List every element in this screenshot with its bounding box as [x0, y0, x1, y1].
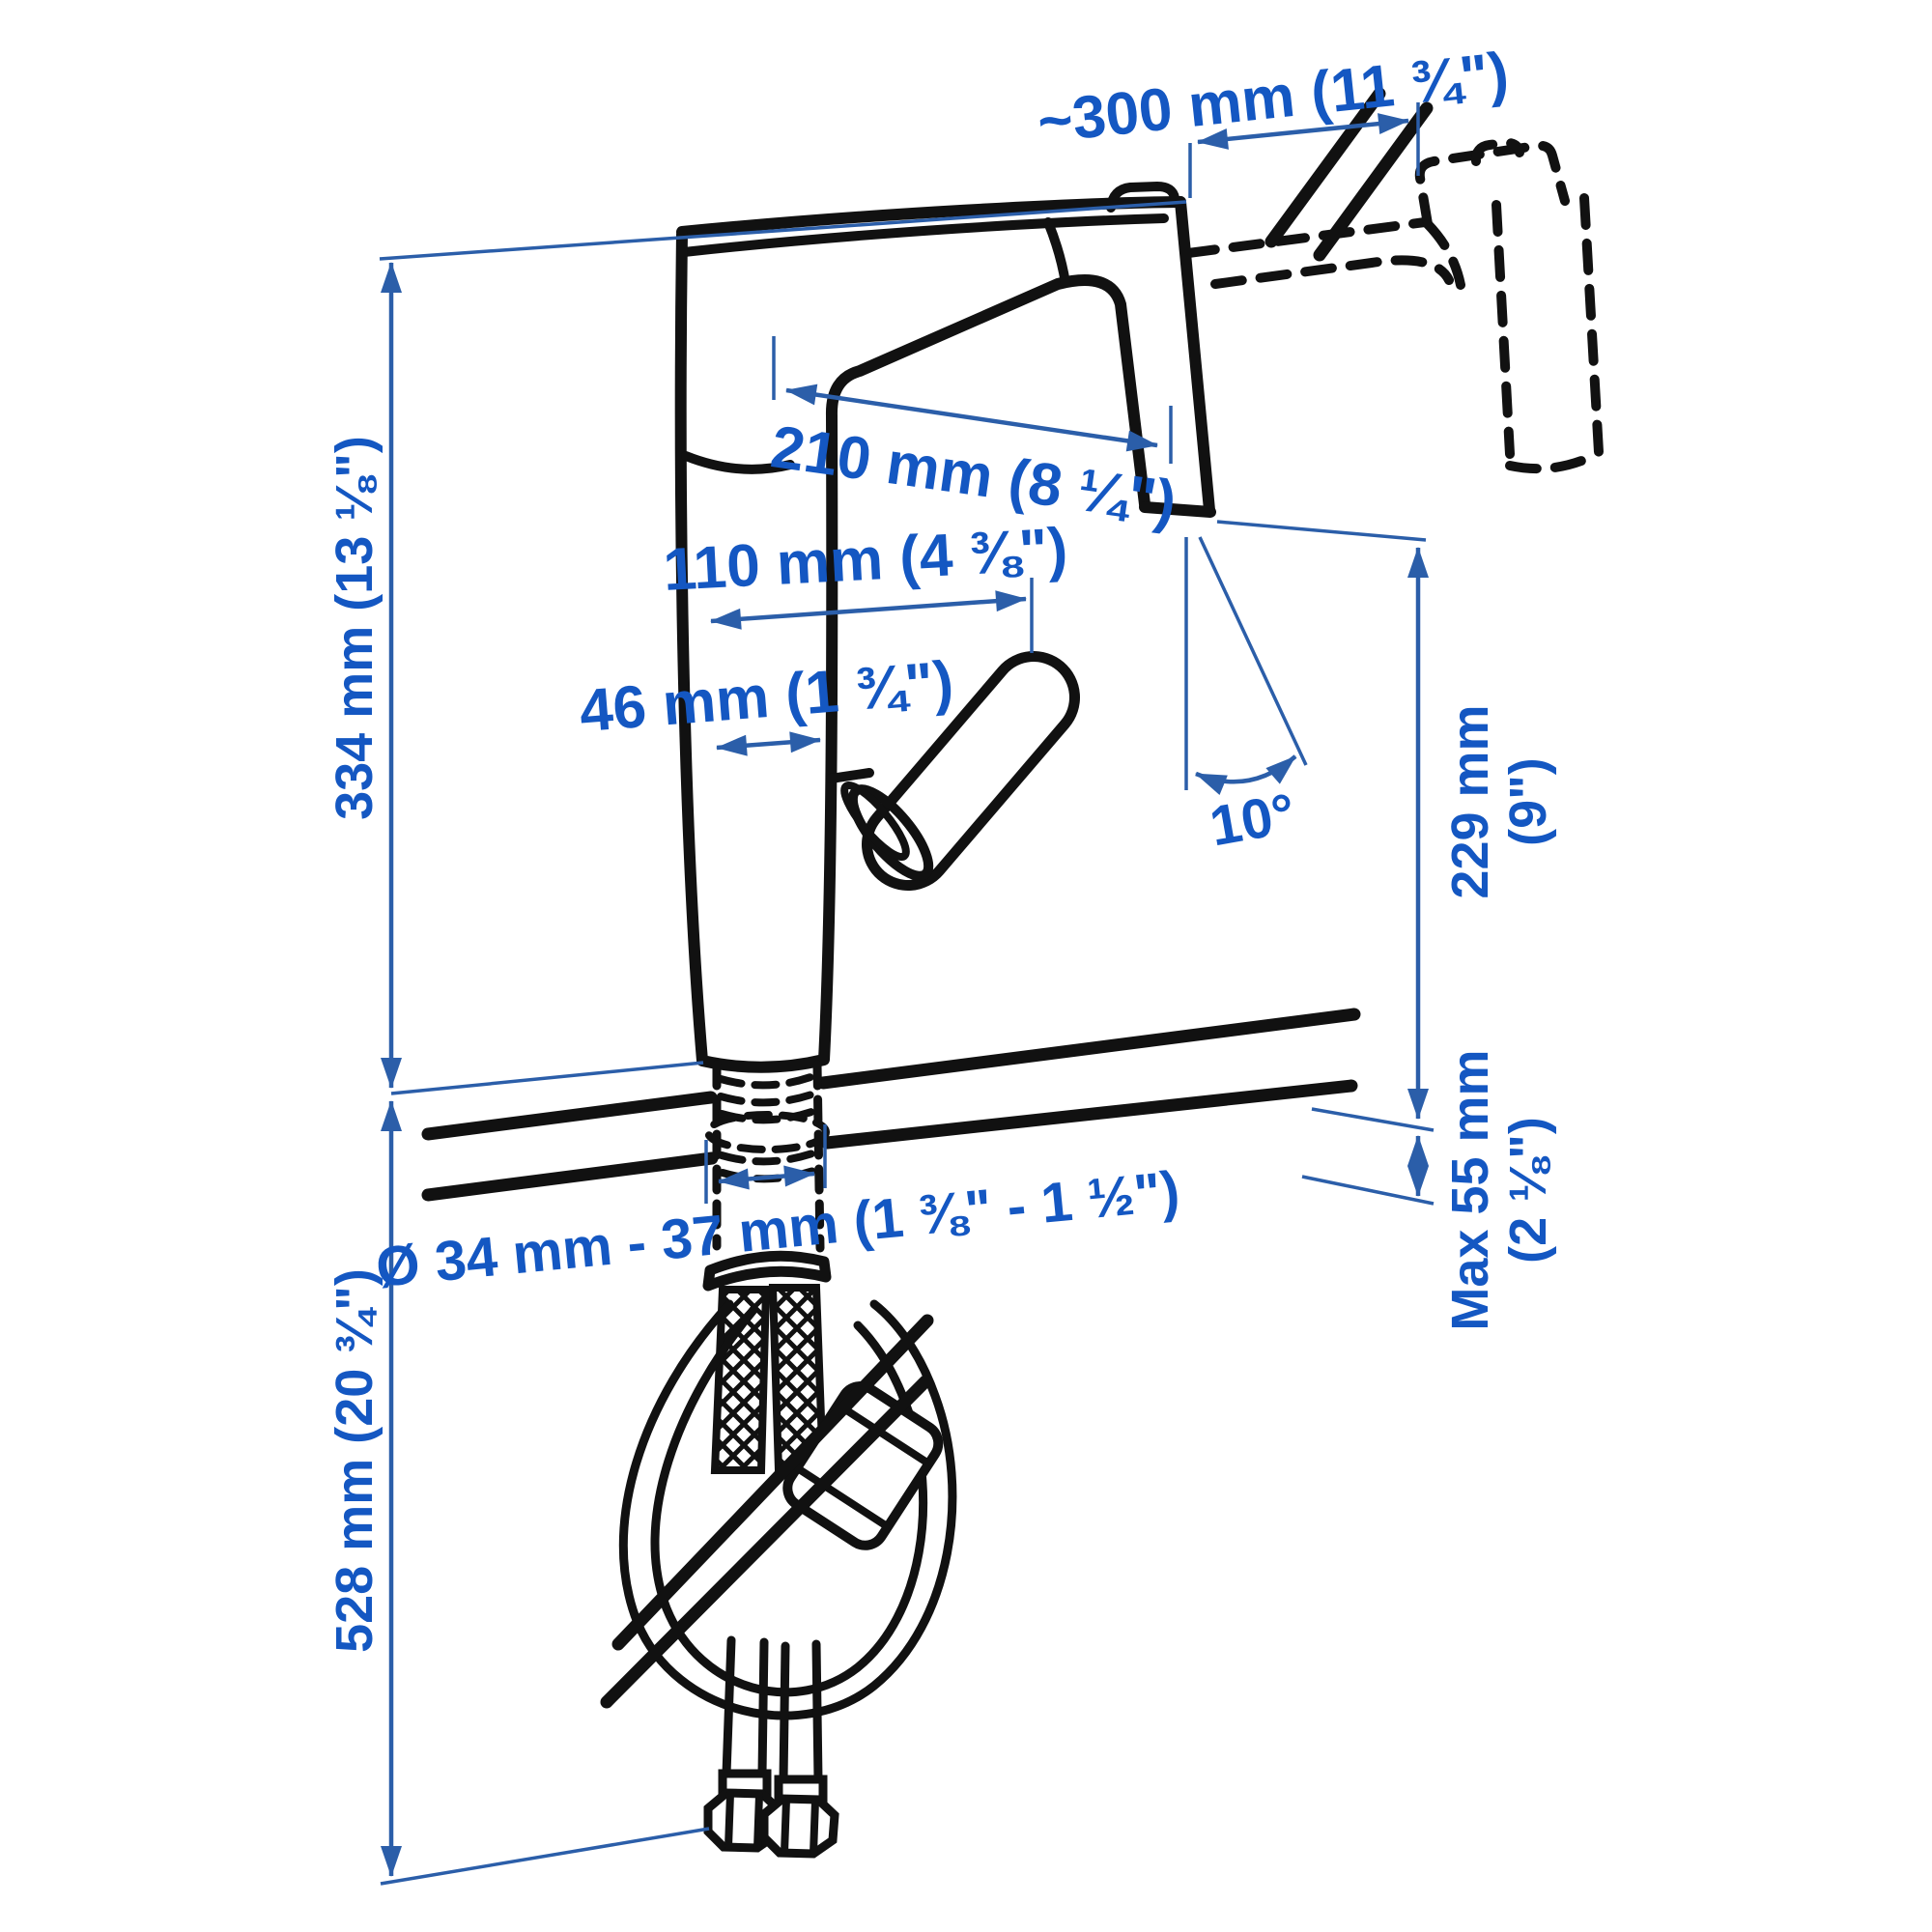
supply-hoses	[600, 1250, 957, 1859]
label-swivel-reach: ~300 mm (11 ¾")	[1035, 41, 1512, 156]
hose-break-line	[611, 1314, 934, 1651]
label-height-above-deck: 334 mm (13 ⅛")	[326, 436, 384, 820]
label-swivel-angle: 10°	[1206, 781, 1300, 858]
label-handle-offset: 46 mm (1 ¾")	[577, 649, 955, 745]
dim-arc-10deg	[1195, 754, 1297, 795]
spout-release-button	[1106, 182, 1179, 213]
faucet-body	[674, 182, 1216, 1073]
washer-flange	[702, 1250, 832, 1292]
dim-line-46	[716, 731, 821, 756]
dim-line-110	[710, 590, 1027, 630]
countertop	[421, 1008, 1361, 1202]
faucet-handle	[826, 651, 1080, 891]
label-hose-length: 528 mm (20 ¾")	[326, 1268, 384, 1653]
braided-hose-1	[710, 1286, 771, 1474]
label-spout-height-mm: 229 mm	[1441, 704, 1499, 898]
dim-line-300	[1197, 113, 1409, 150]
label-deck-thickness-in: (2 ⅛")	[1499, 1117, 1557, 1264]
body-seam	[681, 451, 795, 474]
hose-nut-2	[759, 1794, 839, 1859]
dim-line-hole-diameter	[718, 1165, 815, 1190]
dim-line-210	[785, 384, 1158, 452]
angle-reference-slant	[1198, 536, 1308, 766]
label-body-to-handle: 110 mm (4 ⅜")	[662, 516, 1069, 604]
dimension-annotations	[379, 102, 1435, 1886]
label-spout-height-in: (9")	[1499, 757, 1557, 846]
label-deck-thickness-mm: Max 55 mm	[1441, 1049, 1499, 1330]
hose-break-line	[600, 1375, 932, 1709]
faucet-swivelled-position-dashed	[1183, 137, 1604, 474]
